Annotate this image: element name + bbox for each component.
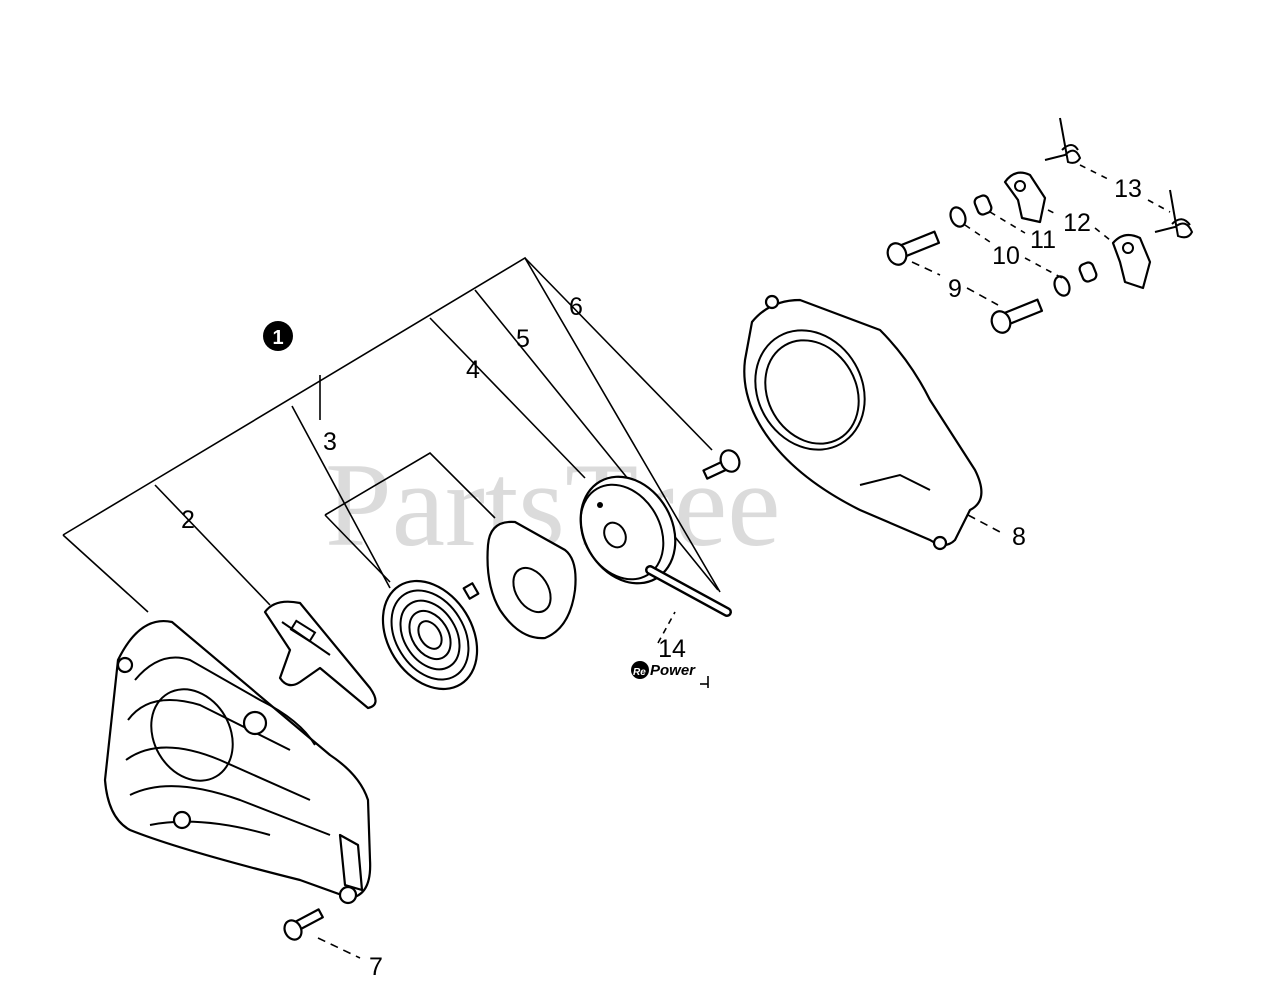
- callout-7: 7: [369, 953, 383, 981]
- screw-part: [702, 449, 741, 480]
- bolt-upper-part: [886, 230, 941, 266]
- callout-9: 9: [948, 275, 962, 303]
- callout-12: 12: [1063, 209, 1091, 237]
- callout-3: 3: [323, 428, 337, 456]
- starter-cover-part: [103, 619, 372, 905]
- callout-11: 11: [1030, 226, 1056, 254]
- callout-13: 13: [1114, 175, 1142, 203]
- spring-parts: [1044, 117, 1194, 239]
- pawl-parts: [1003, 171, 1152, 290]
- callout-4: 4: [466, 356, 480, 384]
- starter-rope-part: [645, 565, 732, 617]
- spring-case-part: [486, 520, 577, 640]
- callout-2: 2: [181, 506, 195, 534]
- hardware-leaders: [657, 164, 1171, 644]
- leader-8: [967, 514, 1001, 533]
- callout-14: 14: [658, 635, 686, 663]
- assembly-badge: 1: [263, 321, 293, 351]
- callout-5: 5: [516, 325, 530, 353]
- collar-parts: [973, 194, 1098, 283]
- recoil-spring-part: [381, 579, 480, 691]
- svg-text:1: 1: [272, 327, 283, 349]
- bolt-lower-part: [990, 298, 1044, 334]
- assembly-bracket: [62, 256, 721, 613]
- spring-bracket: [324, 451, 496, 583]
- callout-10: 10: [992, 242, 1020, 270]
- pulley-part: [579, 475, 677, 585]
- repower-logo: Re Power: [631, 661, 709, 688]
- svg-text:Re: Re: [633, 667, 646, 678]
- fan-housing-part: [743, 294, 983, 551]
- callout-6: 6: [569, 293, 583, 321]
- callout-8: 8: [1012, 523, 1026, 551]
- leader-7: [317, 937, 361, 959]
- starter-handle-part: [263, 600, 377, 710]
- svg-text:Power: Power: [650, 662, 696, 679]
- cover-screw-part: [283, 908, 324, 941]
